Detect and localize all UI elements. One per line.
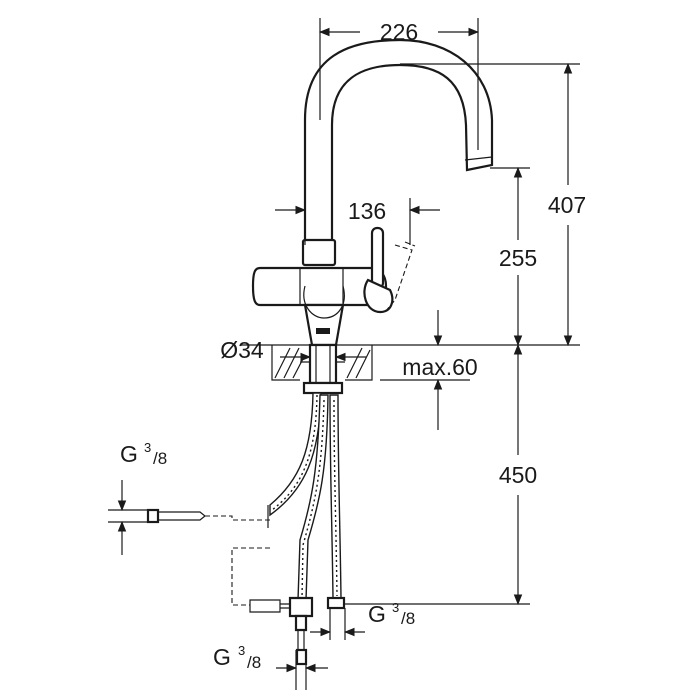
dim-total-height-label: 407 — [548, 192, 586, 218]
dim-spout-reach: 226 — [318, 18, 480, 150]
thread-right-prefix: G — [368, 601, 386, 627]
dim-thread-left: G 3 /8 — [108, 440, 167, 555]
supply-hoses — [269, 392, 342, 601]
thread-bottom-bottom: /8 — [247, 653, 261, 672]
thread-right-bottom: /8 — [401, 609, 415, 628]
faucet-spout — [303, 38, 494, 247]
dim-deck-thickness-label: max.60 — [402, 354, 477, 380]
dim-spout-height: 255 — [490, 166, 537, 347]
dim-spout-reach-label: 226 — [380, 19, 418, 45]
dim-deck-thickness: max.60 — [402, 310, 478, 430]
bottom-hose-connection — [231, 547, 346, 666]
dim-thread-right: G 3 /8 — [310, 600, 415, 640]
dim-hole-diameter-label: Ø34 — [220, 337, 264, 363]
dim-hole-diameter: Ø34 — [220, 337, 366, 363]
dim-hose-length: 450 — [345, 343, 537, 606]
thread-right-top: 3 — [392, 600, 399, 615]
dim-lever-offset: 136 — [275, 198, 440, 245]
dim-spout-height-label: 255 — [499, 245, 537, 271]
thread-bottom-prefix: G — [213, 644, 231, 670]
dim-total-height: 407 — [400, 62, 586, 347]
thread-bottom-top: 3 — [238, 643, 245, 658]
faucet-lever — [363, 226, 416, 314]
thread-left-bottom: /8 — [153, 449, 167, 468]
thread-left-top: 3 — [144, 440, 151, 455]
countertop-section — [240, 344, 580, 381]
thread-left-prefix: G — [120, 441, 138, 467]
dim-hose-length-label: 450 — [499, 462, 537, 488]
left-hose-connection — [146, 505, 272, 528]
dim-thread-bottom: G 3 /8 — [213, 643, 328, 690]
dim-lever-offset-label: 136 — [348, 198, 386, 224]
mounting-shank — [302, 343, 344, 395]
faucet-body — [251, 238, 388, 347]
